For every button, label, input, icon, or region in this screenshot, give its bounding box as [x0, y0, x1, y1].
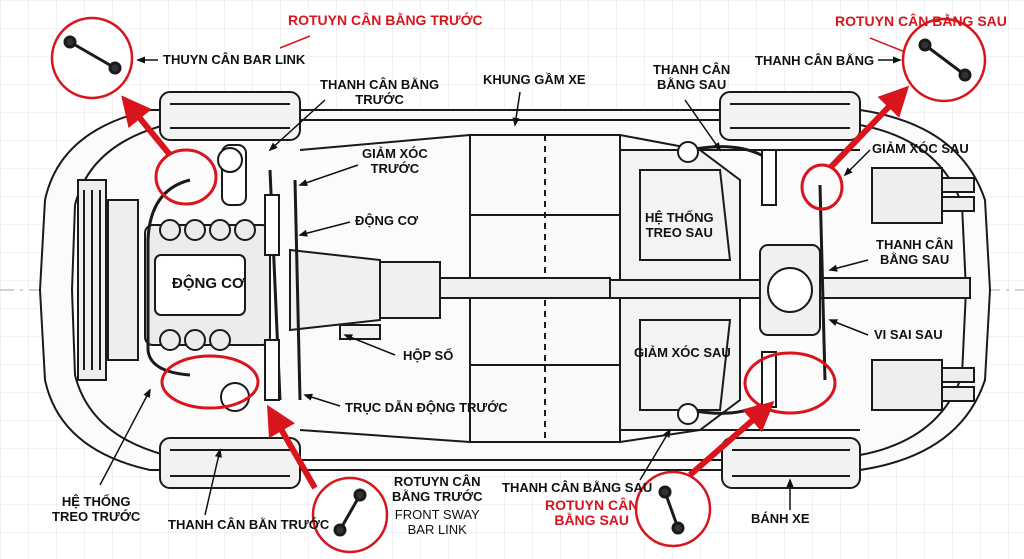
label-rear-shock-center: GIẢM XÓC SAU — [634, 345, 731, 360]
highlight-front-left-link — [154, 148, 218, 206]
wheels — [159, 91, 861, 489]
label-rear-stab-bottom: THANH CÂN BẰNG SAU — [502, 480, 653, 495]
label-rear-stab-top-line2: BẰNG SAU — [656, 77, 727, 92]
detail-rear-bottom — [634, 470, 712, 548]
engine — [144, 219, 271, 351]
label-front-suspension: HỆ THỐNG TREO TRƯỚC — [52, 494, 140, 524]
label-rear-suspension-line1: HỆ THỐNG — [645, 210, 714, 225]
highlight-rear-left-link — [800, 163, 844, 211]
label-front-suspension-line1: HỆ THỐNG — [61, 494, 131, 509]
leader-lines — [99, 56, 902, 516]
label-bottom-front-link-line3: FRONT SWAY — [394, 507, 480, 522]
label-rear-stab-right-line2: BẰNG SAU — [879, 252, 950, 267]
label-bottom-front-link: ROTUYN CÂN BẰNG TRƯỚC FRONT SWAY BAR LIN… — [392, 474, 482, 537]
radiator — [77, 179, 139, 381]
label-rear-stab-top-line1: THANH CÂN — [653, 62, 731, 77]
label-rear-stab-top: THANH CÂN BẰNG SAU — [653, 62, 730, 92]
red-arrows — [121, 85, 910, 490]
label-rear-shock: GIẢM XÓC SAU — [872, 141, 969, 156]
wheel-rear-left — [719, 91, 861, 141]
label-front-driveshaft: TRỤC DẪN ĐỘNG TRƯỚC — [345, 400, 508, 415]
label-front-bar-bottom: THANH CÂN BẰN TRƯỚC — [168, 517, 330, 532]
label-engine-upper: ĐỘNG CƠ — [355, 213, 419, 228]
label-gearbox: HỘP SỐ — [403, 348, 454, 363]
detail-front-top — [50, 16, 134, 100]
label-front-stab-bar-line1: THANH CÂN BẰNG — [320, 77, 440, 92]
drivetrain — [289, 244, 971, 340]
wheel-rear-right — [721, 437, 861, 489]
label-frame: KHUNG GẦM XE — [483, 72, 586, 87]
label-bottom-front-link-line1: ROTUYN CÂN — [393, 474, 481, 489]
wheel-front-left — [159, 91, 301, 141]
label-bottom-rear-link-line1: ROTUYN CÂN — [545, 497, 639, 513]
wheel-front-right — [159, 437, 301, 489]
label-front-stab-bar: THANH CÂN BẰNG TRƯỚC — [320, 77, 439, 107]
label-stab-bar: THANH CÂN BẰNG — [755, 53, 875, 68]
label-front-shock-line2: TRƯỚC — [370, 161, 420, 176]
label-rotuyn-front-title: ROTUYN CÂN BẰNG TRƯỚC — [288, 12, 483, 28]
label-bottom-front-link-line2: BẰNG TRƯỚC — [392, 489, 483, 504]
label-front-bar-link: THUYN CÂN BAR LINK — [163, 52, 306, 67]
link-icons — [63, 35, 972, 537]
mufflers — [871, 167, 975, 411]
label-engine-block: ĐỘNG CƠ — [172, 275, 245, 292]
label-rotuyn-rear-title: ROTUYN CÂN BẰNG SAU — [835, 13, 1007, 29]
label-rear-suspension: HỆ THỐNG TREO SAU — [645, 210, 714, 240]
highlight-circles — [154, 148, 844, 415]
label-rear-suspension-line2: TREO SAU — [645, 225, 713, 240]
highlight-front-right-link — [160, 354, 260, 410]
label-rear-diff: VI SAI SAU — [874, 327, 943, 342]
label-front-stab-bar-line2: TRƯỚC — [355, 92, 404, 107]
label-wheel: BÁNH XE — [751, 511, 810, 526]
front-springs — [217, 144, 280, 412]
label-rear-stab-right-line1: THANH CÂN — [876, 237, 954, 252]
highlight-rear-right-link — [743, 351, 837, 415]
label-bottom-front-link-line4: BAR LINK — [407, 522, 467, 537]
label-front-suspension-line2: TREO TRƯỚC — [52, 509, 141, 524]
label-bottom-rear-link-line2: BẰNG SAU — [554, 512, 629, 528]
label-bottom-rear-link: ROTUYN CÂN BẰNG SAU — [545, 498, 638, 528]
label-front-shock-line1: GIẢM XÓC — [362, 146, 428, 161]
label-front-shock: GIẢM XÓC TRƯỚC — [362, 146, 428, 176]
label-rear-stab-right: THANH CÂN BẰNG SAU — [876, 237, 953, 267]
